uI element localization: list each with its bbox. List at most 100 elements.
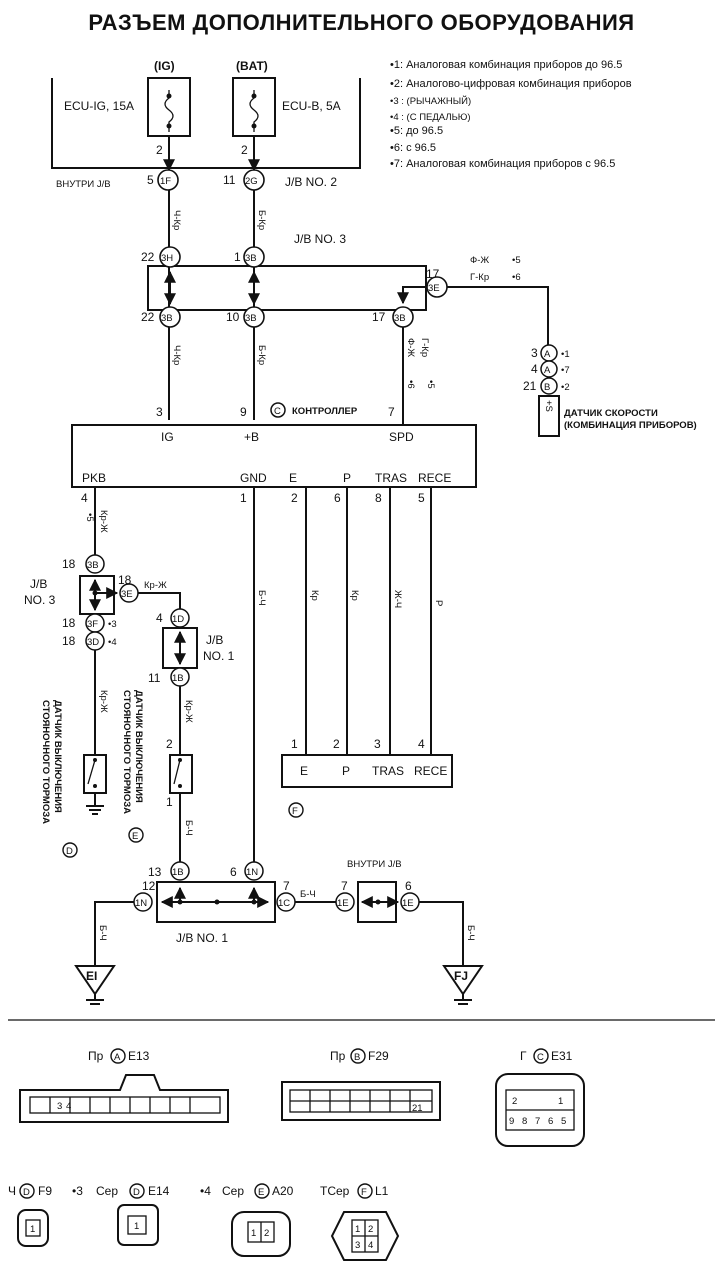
jb3-c2: 3B bbox=[245, 253, 257, 264]
connector-face-b: Пр B F29 21 bbox=[281, 1048, 441, 1121]
fuse-ig-icon bbox=[164, 90, 174, 132]
ground-fj-label: FJ bbox=[454, 969, 468, 983]
ctrl-pin-ig: 3 bbox=[156, 405, 163, 419]
connector-face-c: Г C E31 2 1 9 8 7 6 5 bbox=[495, 1048, 585, 1147]
sensor-a7-num: 4 bbox=[531, 362, 538, 376]
ctrl-pin-pkb: 4 bbox=[81, 491, 88, 505]
jb3-b3: 3B bbox=[394, 313, 406, 324]
sensor-a1-m: •1 bbox=[561, 349, 570, 360]
jb3-top-block: J/B NO. 3 22 3H 1 3B 17 3E 22 3B 10 3B 1… bbox=[141, 232, 448, 328]
conn-d2-pin1: 1 bbox=[134, 1221, 139, 1232]
jb2-label: J/B NO. 2 bbox=[285, 175, 337, 189]
jb3l-d: 3D bbox=[87, 637, 99, 648]
f-p4: 4 bbox=[418, 737, 425, 751]
ctrl-pin-spd: 7 bbox=[388, 405, 395, 419]
ctrl-pin-tras: 8 bbox=[375, 491, 382, 505]
ctrl-mark-letter: C bbox=[274, 406, 281, 417]
wire-label-gnd: Б-Ч bbox=[256, 590, 267, 606]
jb3l-f-num: 18 bbox=[62, 616, 76, 630]
ctrl-lab-pkb: PKB bbox=[82, 471, 106, 485]
jb3l-d-m: •4 bbox=[108, 637, 117, 648]
inside-jb-label: ВНУТРИ J/B bbox=[56, 179, 111, 190]
wire-label-ig2: Ч-Кр bbox=[171, 345, 182, 365]
wire-label-p: Кр bbox=[349, 590, 360, 601]
connector-face-d2: Сер D E14 •4 1 bbox=[96, 1183, 211, 1246]
ground-ei: EI bbox=[74, 965, 116, 1005]
fuse-block: (IG) (BAT) ECU-IG, 15A ECU-B, 5A 2 2 bbox=[51, 59, 361, 169]
ijb2-r-num: 6 bbox=[405, 879, 412, 893]
conn-e-pin1: 1 bbox=[251, 1228, 256, 1239]
conn-c-mark: C bbox=[537, 1052, 544, 1063]
switch-e-mark: E bbox=[132, 831, 138, 842]
conn-c-pin7: 7 bbox=[535, 1116, 540, 1127]
conn-2g-num: 11 bbox=[223, 173, 236, 187]
conn-f-pin1: 1 bbox=[355, 1224, 360, 1235]
ground-ei-label: EI bbox=[86, 969, 97, 983]
inside-jb-block-2: ВНУТРИ J/B 7 1E 6 1E bbox=[335, 859, 420, 923]
jb1m-b: 1B bbox=[172, 673, 184, 684]
connector-f: 1 2 3 4 E P TRAS RECE F bbox=[281, 737, 453, 818]
conn-e-pre: Сер bbox=[222, 1184, 244, 1198]
ctrl-lab-e: E bbox=[289, 471, 297, 485]
connector-face-f: ТСер F L1 1 2 3 4 bbox=[320, 1183, 400, 1261]
conn-2g bbox=[243, 169, 265, 191]
conn-d1-pin1: 1 bbox=[30, 1224, 35, 1235]
fuse-bat-pin: 2 bbox=[241, 143, 248, 157]
sensor-label-1: ДАТЧИК СКОРОСТИ bbox=[564, 408, 658, 419]
inside-jb2-label: ВНУТРИ J/B bbox=[347, 859, 402, 870]
conn-f-code: L1 bbox=[375, 1184, 389, 1198]
ctrl-lab-spd: SPD bbox=[389, 430, 414, 444]
conn-d1-mark: D bbox=[23, 1187, 30, 1198]
fuse-ig-pin: 2 bbox=[156, 143, 163, 157]
sensor-a7: A bbox=[544, 365, 551, 376]
switch-d-label2: СТОЯНОЧНОГО ТОРМОЗА bbox=[40, 700, 51, 824]
jb1m-t: 1D bbox=[172, 614, 184, 625]
jb1m-name1: J/B bbox=[206, 633, 223, 647]
wire-label-spd: Ф-Ж bbox=[405, 338, 416, 357]
sensor-a1-num: 3 bbox=[531, 346, 538, 360]
controller-box bbox=[71, 424, 477, 488]
switch-d-mark: D bbox=[66, 846, 73, 857]
ctrl-pin-p: 6 bbox=[334, 491, 341, 505]
f-rece: RECE bbox=[414, 764, 447, 778]
wire-label-pkb-m: •5 bbox=[84, 513, 95, 522]
conn-d2-mark: D bbox=[133, 1187, 140, 1198]
conn-a-pin3: 3 bbox=[57, 1101, 62, 1112]
ijb2-r: 1E bbox=[402, 898, 414, 909]
conn-f-pin3: 3 bbox=[355, 1240, 360, 1251]
f-p3: 3 bbox=[374, 737, 381, 751]
jb3-b2: 3B bbox=[245, 313, 257, 324]
wire-label-m5: •5 bbox=[425, 380, 436, 389]
ctrl-lab-p: P bbox=[343, 471, 351, 485]
ctrl-lab-ig: IG bbox=[161, 430, 174, 444]
wire-label-ei: Б-Ч bbox=[97, 925, 108, 941]
conn-f-pre: ТСер bbox=[320, 1184, 350, 1198]
conn-b-code: F29 bbox=[368, 1049, 389, 1063]
sensor-a1: A bbox=[544, 349, 551, 360]
switch-e-label2: СТОЯНОЧНОГО ТОРМОЗА bbox=[121, 690, 132, 814]
jb3-c1: 3H bbox=[161, 253, 173, 264]
wire-label-pkb: Кр-Ж bbox=[98, 510, 109, 533]
jb1b-c6: 1N bbox=[246, 867, 258, 878]
note-6: •6: с 96.5 bbox=[390, 142, 436, 154]
conn-d2-m: •4 bbox=[200, 1184, 211, 1198]
sensor-label-2: (КОМБИНАЦИЯ ПРИБОРОВ) bbox=[564, 420, 697, 431]
connector-face-a: Пр A E13 3 4 bbox=[19, 1048, 229, 1123]
jb1b-c12: 1N bbox=[135, 898, 147, 909]
wire-label-e: Кр bbox=[309, 590, 320, 601]
wire-label-tras: Ж-Ч bbox=[392, 590, 403, 608]
switch-e-pin2: 1 bbox=[166, 795, 173, 809]
jb3l-t: 3B bbox=[87, 560, 99, 571]
controller-mark bbox=[270, 402, 286, 418]
wire-label-gkr-m: •6 bbox=[512, 272, 521, 283]
conn-f-pin4: 4 bbox=[368, 1240, 373, 1251]
conn-c-pin1: 1 bbox=[558, 1096, 563, 1107]
f-tras: TRAS bbox=[372, 764, 404, 778]
conn-a-code: E13 bbox=[128, 1049, 150, 1063]
wire-label-fzh: Ф-Ж bbox=[470, 255, 489, 266]
ijb2-l-num: 7 bbox=[341, 879, 348, 893]
connector-face-d1: Ч D F9 •3 1 bbox=[8, 1183, 83, 1247]
wire-label-fj: Б-Ч bbox=[465, 925, 476, 941]
parking-brake-switch-d: ДАТЧИК ВЫКЛЮЧЕНИЯ СТОЯНОЧНОГО ТОРМОЗА D bbox=[40, 700, 107, 858]
